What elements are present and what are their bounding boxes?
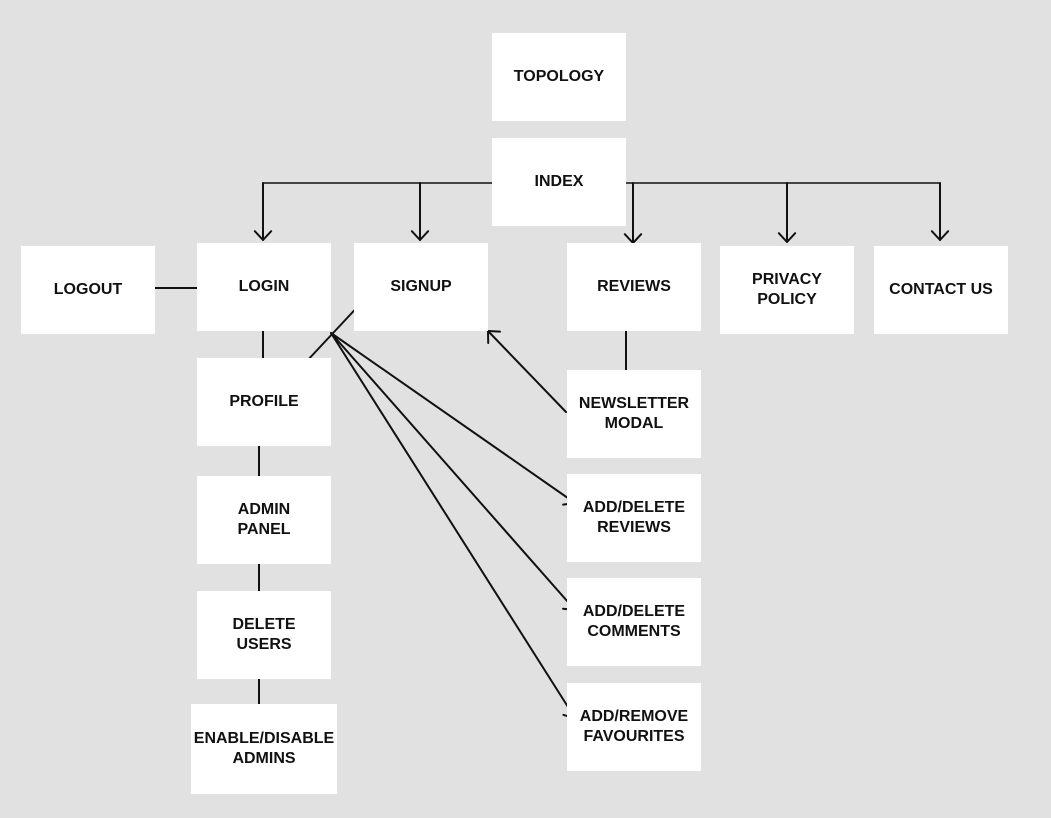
edge-index-to-privacy-policy-arrowhead — [777, 232, 797, 243]
edge-index-to-contact-us-arrowhead — [930, 230, 950, 241]
edge-login-to-add-remove-favourites — [330, 332, 576, 719]
edge-index-to-login-arrowhead — [253, 230, 273, 241]
node-index: INDEX — [492, 138, 626, 226]
node-contact-us: CONTACT US — [874, 246, 1008, 334]
edge-login-to-add-delete-comments — [330, 332, 576, 611]
edge-newsletter-modal-to-signup — [487, 330, 567, 413]
edge-newsletter-modal-to-signup-arrowhead — [487, 330, 501, 344]
node-delete-users: DELETE USERS — [197, 591, 331, 679]
node-add-delete-comments: ADD/DELETE COMMENTS — [567, 578, 701, 666]
edge-login-to-add-delete-reviews — [330, 332, 576, 504]
node-enable-disable-admins: ENABLE/DISABLE ADMINS — [191, 704, 337, 794]
node-admin-panel: ADMIN PANEL — [197, 476, 331, 564]
node-login: LOGIN — [197, 243, 331, 331]
edge-index-to-signup-arrowhead — [410, 230, 430, 241]
node-reviews: REVIEWS — [567, 243, 701, 331]
node-add-delete-reviews: ADD/DELETE REVIEWS — [567, 474, 701, 562]
node-topology: TOPOLOGY — [492, 33, 626, 121]
node-privacy-policy: PRIVACY POLICY — [720, 246, 854, 334]
node-add-remove-favourites: ADD/REMOVE FAVOURITES — [567, 683, 701, 771]
node-logout: LOGOUT — [21, 246, 155, 334]
node-signup: SIGNUP — [354, 243, 488, 331]
node-profile: PROFILE — [197, 358, 331, 446]
node-newsletter-modal: NEWSLETTER MODAL — [567, 370, 701, 458]
